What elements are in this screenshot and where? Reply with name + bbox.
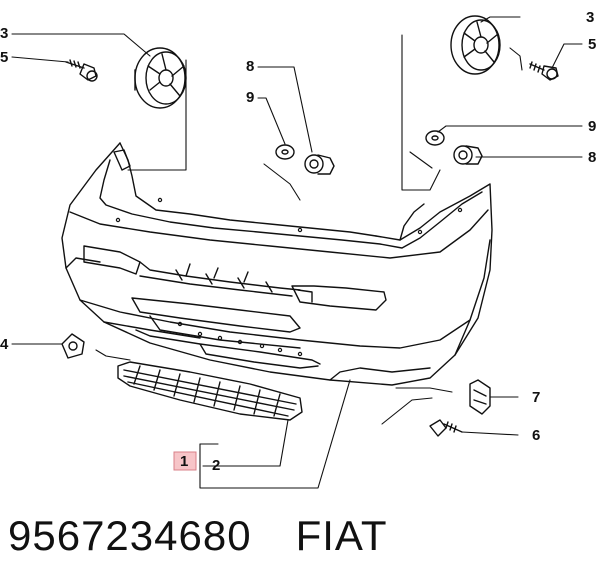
callout-5-right: 5 (588, 36, 596, 53)
callout-2: 2 (212, 457, 220, 474)
screw (429, 419, 463, 437)
washer-left (275, 144, 295, 160)
nut-right (453, 145, 483, 165)
push-clip (61, 333, 85, 359)
part-caption: 9567234680 FIAT (8, 512, 387, 560)
nut-left (304, 154, 335, 175)
speed-nut (469, 379, 491, 415)
brand-name: FIAT (295, 512, 388, 559)
callout-3-left: 3 (0, 25, 8, 42)
callout-1: 1 (180, 453, 188, 470)
callout-9-left: 9 (246, 89, 254, 106)
callout-9-right: 9 (588, 118, 596, 135)
callout-8-left: 8 (246, 58, 254, 75)
spacer-right (450, 15, 501, 75)
part-number: 9567234680 (8, 512, 252, 559)
bolt-left (65, 59, 98, 82)
callout-labels: 1 2 3 3 4 5 5 6 7 8 8 9 9 (0, 9, 596, 474)
callout-7: 7 (532, 389, 540, 406)
washer-right (425, 130, 445, 146)
callout-5-left: 5 (0, 49, 8, 66)
callout-3-right: 3 (586, 9, 594, 26)
callout-8-right: 8 (588, 149, 596, 166)
lower-grille (117, 361, 303, 421)
bolt-right (529, 61, 559, 81)
callout-4: 4 (0, 336, 9, 353)
callout-6: 6 (532, 427, 540, 444)
mounting-holes (115, 197, 463, 357)
spacer-left (134, 47, 187, 109)
bumper-cover (61, 142, 493, 386)
leader-lines (11, 16, 583, 489)
callout-highlight-box (173, 451, 197, 471)
